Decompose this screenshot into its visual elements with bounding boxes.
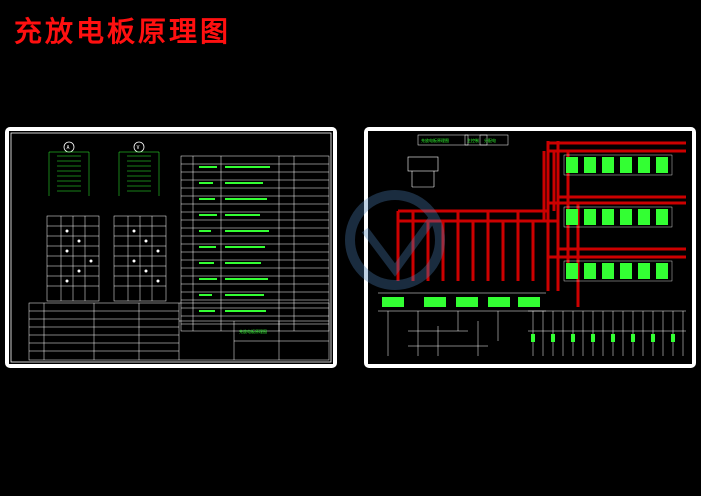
switch-contacts	[65, 229, 160, 283]
transformer-symbol	[407, 156, 439, 188]
parts-list-table	[180, 155, 330, 332]
terminal-strip	[528, 310, 686, 356]
left-schematic-drawing: A V	[10, 132, 332, 363]
parts-list-entries	[199, 166, 270, 312]
relay-outlines	[563, 154, 673, 282]
switch-table-left	[46, 215, 100, 302]
title-block-caption: 充放电板原理图	[239, 328, 267, 334]
switch-table-right	[113, 215, 167, 302]
ammeter-symbol: A	[63, 141, 75, 153]
red-bus-bars	[396, 141, 686, 307]
meter-wiring	[48, 151, 160, 196]
header-mid-label: 主控制	[467, 137, 479, 143]
page-title: 充放电板原理图	[14, 15, 232, 48]
header-boxes	[417, 134, 509, 146]
voltmeter-label: V	[137, 145, 140, 151]
top-relay-blocks	[566, 157, 668, 279]
lower-wiring	[378, 292, 546, 356]
right-schematic-drawing: 充放电板原理图 主控制 分配电	[378, 134, 686, 356]
terminal-markers	[531, 334, 675, 342]
right-schematic-panel: 充放电板原理图 主控制 分配电	[364, 127, 696, 368]
voltmeter-symbol: V	[133, 141, 145, 153]
lower-breaker-blocks	[382, 297, 540, 307]
header-left-label: 充放电板原理图	[421, 137, 449, 143]
left-schematic-panel: A V	[5, 127, 337, 368]
title-block	[28, 302, 330, 361]
header-right-label: 分配电	[484, 137, 496, 143]
ammeter-label: A	[67, 145, 70, 151]
